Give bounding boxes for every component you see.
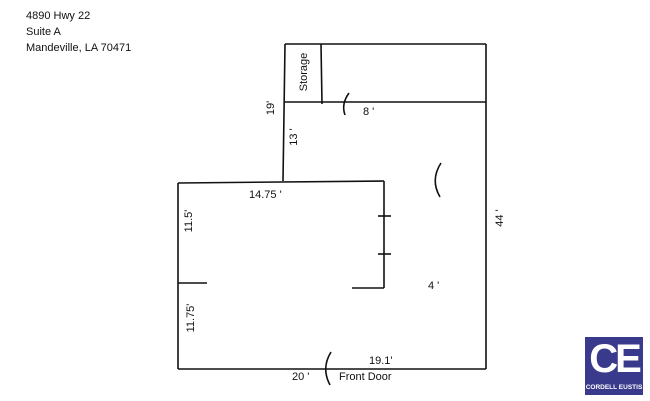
label-20: 20 ' <box>292 371 309 383</box>
cordell-eustis-logo: CE CORDELL EUSTIS <box>585 337 643 395</box>
label-storage: Storage <box>298 53 310 92</box>
label-4: 4 ' <box>428 280 439 292</box>
wall-storage-divider <box>320 43 323 105</box>
label-11-5: 11.5' <box>183 210 195 233</box>
label-8: 8 ' <box>363 106 374 118</box>
label-44: 44 ' <box>494 209 506 226</box>
label-13: 13 ' <box>288 128 300 145</box>
label-14-75: 14.75 ' <box>249 189 282 201</box>
label-front-door: Front Door <box>339 371 392 383</box>
logo-name: CORDELL EUSTIS <box>585 384 643 391</box>
wall-upper-left <box>282 43 286 182</box>
door-arc-front <box>324 351 332 386</box>
door-arc-right <box>434 162 442 198</box>
address-line-2: Suite A <box>26 26 61 38</box>
label-19-1: 19.1' <box>369 355 393 367</box>
label-19: 19' <box>265 101 277 115</box>
address-line-3: Mandeville, LA 70471 <box>26 42 132 54</box>
logo-initials: CE <box>589 337 642 381</box>
door-arc-storage <box>342 92 350 116</box>
address-line-1: 4890 Hwy 22 <box>26 10 91 22</box>
address-block: 4890 Hwy 22 Suite A Mandeville, LA 70471 <box>26 8 131 56</box>
label-11-75: 11.75' <box>185 304 197 333</box>
wall-office-top <box>177 180 385 184</box>
